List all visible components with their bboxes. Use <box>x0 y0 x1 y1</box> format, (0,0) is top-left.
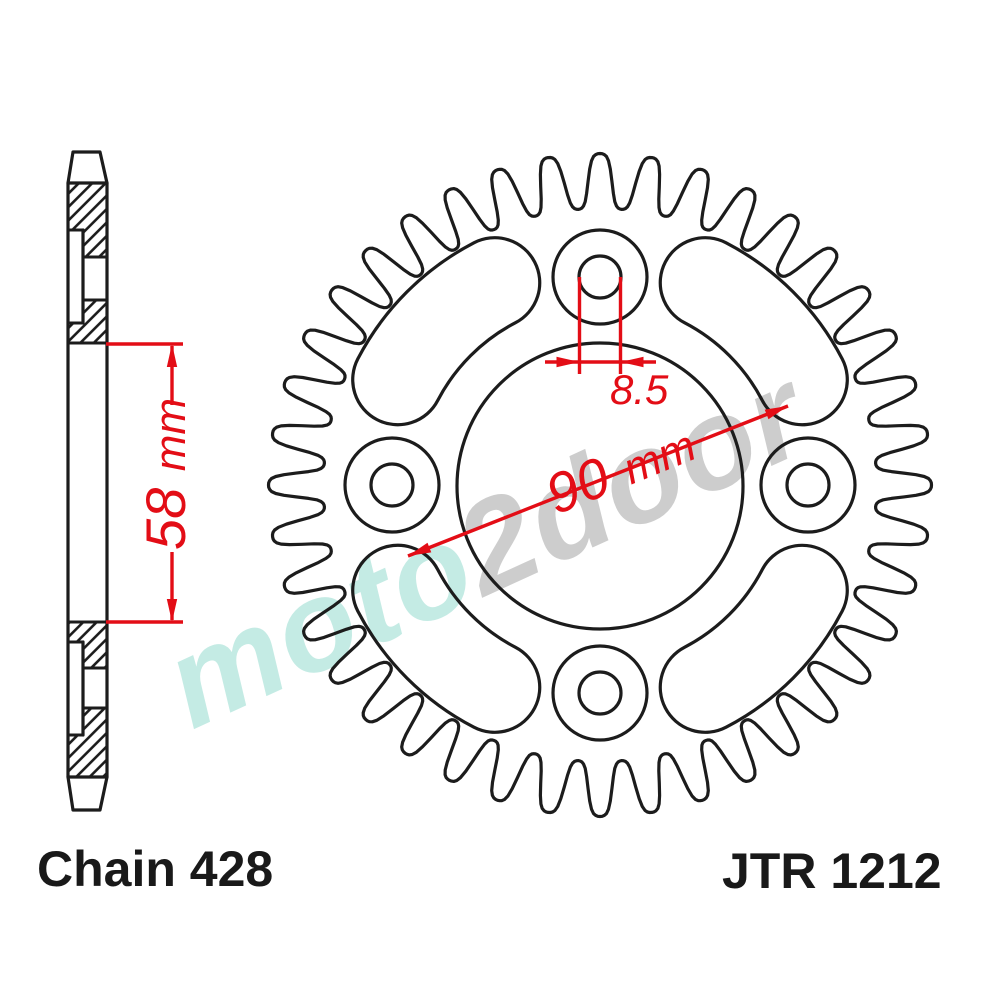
bore-unit: mm <box>146 398 195 471</box>
tooth-profile-top <box>66 150 109 185</box>
center-bore-circle <box>455 341 745 631</box>
arrowhead-lower-left <box>408 542 432 556</box>
bore-dimension-label: 58 mm <box>134 398 197 550</box>
hatch-top-outer <box>66 181 109 259</box>
bolt-hole-right <box>785 462 831 508</box>
arrowhead-right <box>620 356 644 368</box>
hatch-top-inner <box>66 298 109 345</box>
arrowhead-upper-right <box>764 406 788 420</box>
part-number-label: JTR 1212 <box>722 843 942 899</box>
bolt-boss-top <box>551 228 649 326</box>
bolt-boss-bottom <box>551 644 649 742</box>
lightening-slot-bottom-left <box>351 543 542 734</box>
front-view <box>266 151 934 819</box>
chain-size-label: Chain 428 <box>37 841 273 897</box>
bolt-boss-right <box>759 436 857 534</box>
lightening-slot-bottom-right <box>658 543 849 734</box>
bolt-hole-left <box>369 462 415 508</box>
hatch-bottom-outer <box>66 706 109 779</box>
tooth-profile-bottom <box>66 775 109 812</box>
hatch-bottom-inner <box>66 620 109 670</box>
bore-dimension: 58 mm <box>106 342 197 624</box>
bolt-hole-dimension: 8.5 <box>545 277 669 413</box>
bore-value: 58 <box>134 488 197 550</box>
lightening-slot-top-right <box>658 236 849 427</box>
bolt-boss-left <box>343 436 441 534</box>
lightening-slot-top-left <box>351 236 542 427</box>
bolt-hole-top <box>577 254 623 300</box>
arrowhead-top <box>166 344 178 367</box>
dimension-line-diagonal <box>407 404 789 558</box>
arrowhead-left <box>556 356 580 368</box>
side-view <box>66 150 109 812</box>
arrowhead-bottom <box>166 599 178 622</box>
bolt-hole-dimension-label: 8.5 <box>610 366 669 413</box>
sprocket-teeth-outline <box>266 151 934 819</box>
bolt-hole-bottom <box>577 670 623 716</box>
